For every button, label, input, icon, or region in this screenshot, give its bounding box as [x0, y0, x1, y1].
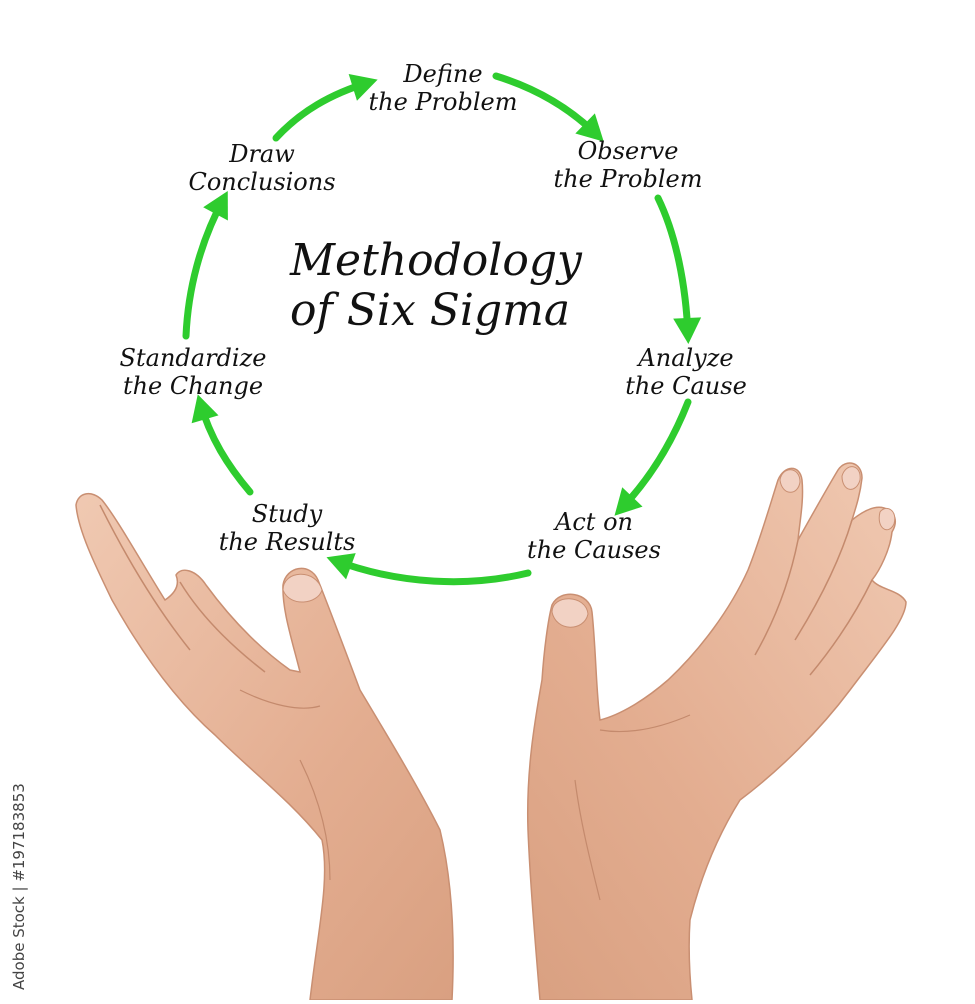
step-label-line-2: the Problem — [368, 88, 517, 116]
arrow-study-to-standardize — [192, 394, 250, 492]
arrow-shaft — [186, 198, 224, 336]
step-define-the-problem: Define the Problem — [368, 60, 517, 116]
arrow-analyze-to-act — [614, 402, 688, 516]
step-label-line-2: the Problem — [553, 165, 702, 193]
step-label-line-1: Observe — [553, 137, 702, 165]
step-label-line-1: Analyze — [625, 344, 747, 372]
title-line-2: of Six Sigma — [290, 286, 582, 336]
step-label-line-2: the Change — [120, 372, 267, 400]
step-draw-conclusions: Draw Conclusions — [188, 140, 335, 196]
step-label-line-1: Study — [219, 500, 356, 528]
step-label-line-2: the Results — [219, 528, 356, 556]
diagram-title: Methodology of Six Sigma — [290, 236, 582, 336]
stock-watermark: Adobe Stock | #197183853 — [10, 783, 28, 990]
step-observe-the-problem: Observe the Problem — [553, 137, 702, 193]
left-hand-image — [76, 494, 453, 1000]
step-label-line-1: Act on — [527, 508, 661, 536]
step-label-line-1: Standardize — [120, 344, 267, 372]
step-standardize-the-change: Standardize the Change — [120, 344, 267, 400]
step-label-line-2: the Causes — [527, 536, 661, 564]
arrow-draw-to-define — [276, 74, 378, 138]
arrow-observe-to-analyze — [658, 198, 701, 344]
arrow-standardize-to-draw — [186, 191, 228, 336]
arrow-act-to-study — [326, 553, 528, 582]
arrowhead — [673, 317, 701, 344]
step-label-line-1: Define — [368, 60, 517, 88]
step-act-on-the-causes: Act on the Causes — [527, 508, 661, 564]
step-analyze-the-cause: Analyze the Cause — [625, 344, 747, 400]
title-line-1: Methodology — [290, 236, 582, 286]
arrow-shaft — [334, 560, 528, 582]
step-label-line-2: the Cause — [625, 372, 747, 400]
arrow-shaft — [658, 198, 688, 336]
step-label-line-2: Conclusions — [188, 168, 335, 196]
step-label-line-1: Draw — [188, 140, 335, 168]
arrow-shaft — [620, 402, 688, 510]
step-study-the-results: Study the Results — [219, 500, 356, 556]
